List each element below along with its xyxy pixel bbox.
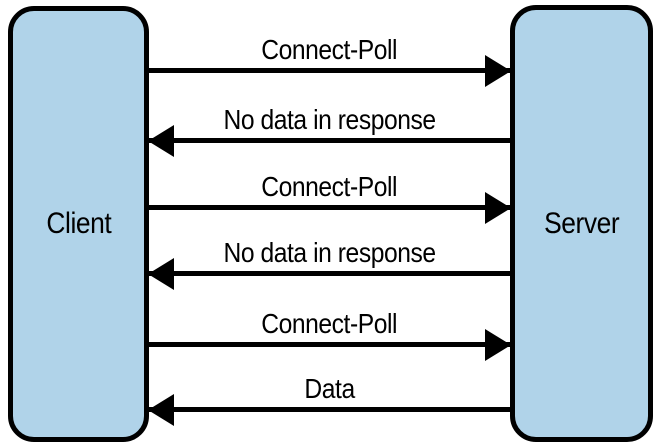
arrow-line (149, 138, 510, 143)
message-label: Connect-Poll (261, 308, 398, 339)
arrow-left-icon (148, 393, 174, 426)
message-no-data-2: No data in response (148, 239, 510, 290)
client-node: Client (8, 6, 149, 442)
server-node: Server (510, 5, 653, 442)
arrow-line (149, 68, 510, 73)
message-label: No data in response (223, 104, 436, 135)
arrow-right-icon (485, 54, 511, 87)
arrow-left-icon (148, 257, 174, 290)
message-data: Data (148, 375, 510, 426)
arrow-line (149, 205, 510, 210)
message-label: Connect-Poll (261, 171, 398, 202)
message-connect-poll-1: Connect-Poll (149, 36, 511, 87)
client-node-label: Client (46, 207, 111, 240)
message-label: Connect-Poll (261, 34, 398, 65)
arrow-right-icon (485, 328, 511, 361)
arrow-left-icon (148, 124, 174, 157)
message-label: Data (304, 373, 355, 404)
server-node-label: Server (543, 206, 620, 240)
message-label: No data in response (223, 237, 436, 268)
arrow-line (149, 342, 510, 347)
message-connect-poll-2: Connect-Poll (149, 173, 511, 224)
message-no-data-1: No data in response (148, 106, 510, 157)
message-connect-poll-3: Connect-Poll (149, 310, 511, 361)
arrow-line (149, 271, 510, 276)
arrow-line (149, 407, 510, 412)
arrow-right-icon (485, 191, 511, 224)
